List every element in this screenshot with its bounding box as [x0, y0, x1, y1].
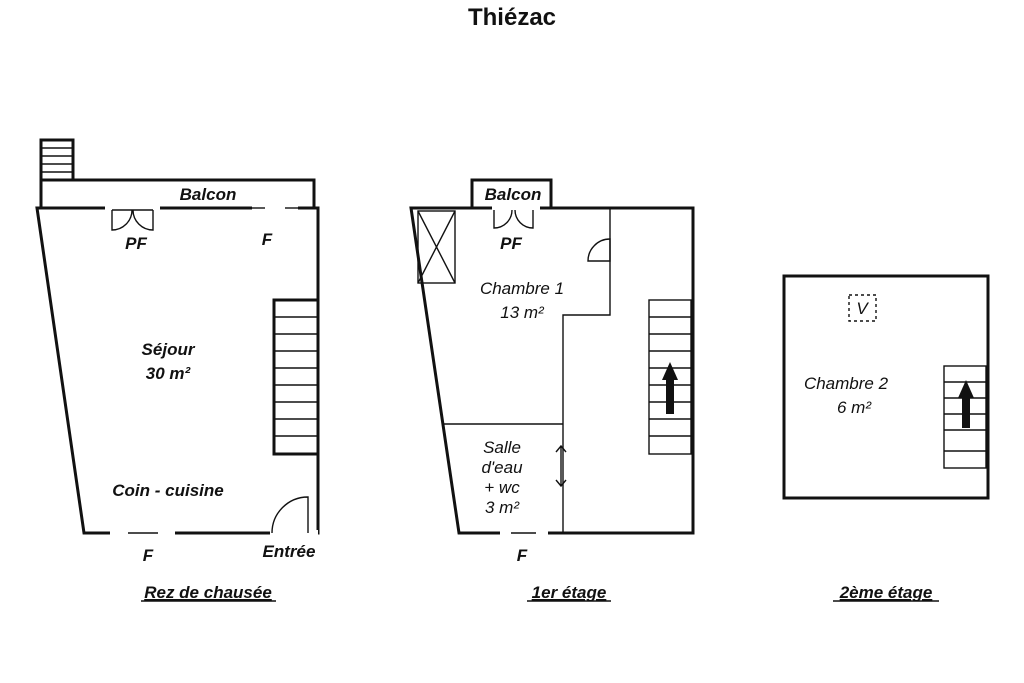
vent-box: [848, 294, 877, 322]
bedroom2-label: Chambre 2: [804, 374, 889, 393]
ground-floor-plan: Balcon PF F Séjour 30 m² Coin - cuisine …: [35, 138, 320, 602]
first-window-bottom-label: F: [517, 546, 528, 565]
entrance-door: [271, 496, 309, 534]
up-arrow-icon: [958, 380, 974, 398]
cupboard: [417, 210, 456, 284]
living-room-label: Séjour: [142, 340, 196, 359]
ground-balcony: [39, 178, 316, 210]
ground-french-window-label: PF: [125, 234, 147, 253]
bathroom-label-line3: + wc: [484, 478, 520, 497]
vent-label: V: [856, 299, 869, 318]
first-stairs: [648, 299, 692, 455]
ground-interior-stairs: [272, 298, 320, 456]
second-floor-plan: V Chambre 2 6 m² 2ème étage: [782, 274, 990, 602]
exterior-stairs: [39, 138, 75, 182]
first-floor-name: 1er étage: [532, 583, 607, 602]
living-room-area: 30 m²: [146, 364, 192, 383]
first-floor-outline: [409, 206, 695, 535]
ground-window-top-label: F: [262, 230, 273, 249]
plan-title: Thiézac: [468, 4, 556, 31]
entrance-label: Entrée: [263, 542, 316, 561]
second-floor-outline: [782, 274, 990, 500]
bedroom2-area: 6 m²: [837, 398, 872, 417]
bathroom-label-line1: Salle: [483, 438, 521, 457]
kitchen-label: Coin - cuisine: [112, 481, 223, 500]
ground-floor-name: Rez de chausée: [144, 583, 272, 602]
first-floor-plan: Balcon PF Chambre 1 13 m² Salle d'eau + …: [409, 178, 695, 602]
ground-balcony-label: Balcon: [180, 185, 237, 204]
bathroom-area: 3 m²: [485, 498, 520, 517]
first-french-window-label: PF: [500, 234, 522, 253]
ground-french-window: [111, 209, 154, 231]
second-stairs: [943, 365, 987, 469]
first-balcony-label: Balcon: [485, 185, 542, 204]
up-arrow-icon: [662, 362, 678, 380]
ground-window-bottom-label: F: [143, 546, 154, 565]
second-floor-name: 2ème étage: [839, 583, 933, 602]
bedroom1-label: Chambre 1: [480, 279, 564, 298]
bedroom1-area: 13 m²: [500, 303, 545, 322]
first-interior-wall: [562, 208, 611, 533]
first-french-window: [493, 209, 534, 229]
bathroom-label-line2: d'eau: [481, 458, 523, 477]
bedroom1-door: [587, 238, 611, 262]
